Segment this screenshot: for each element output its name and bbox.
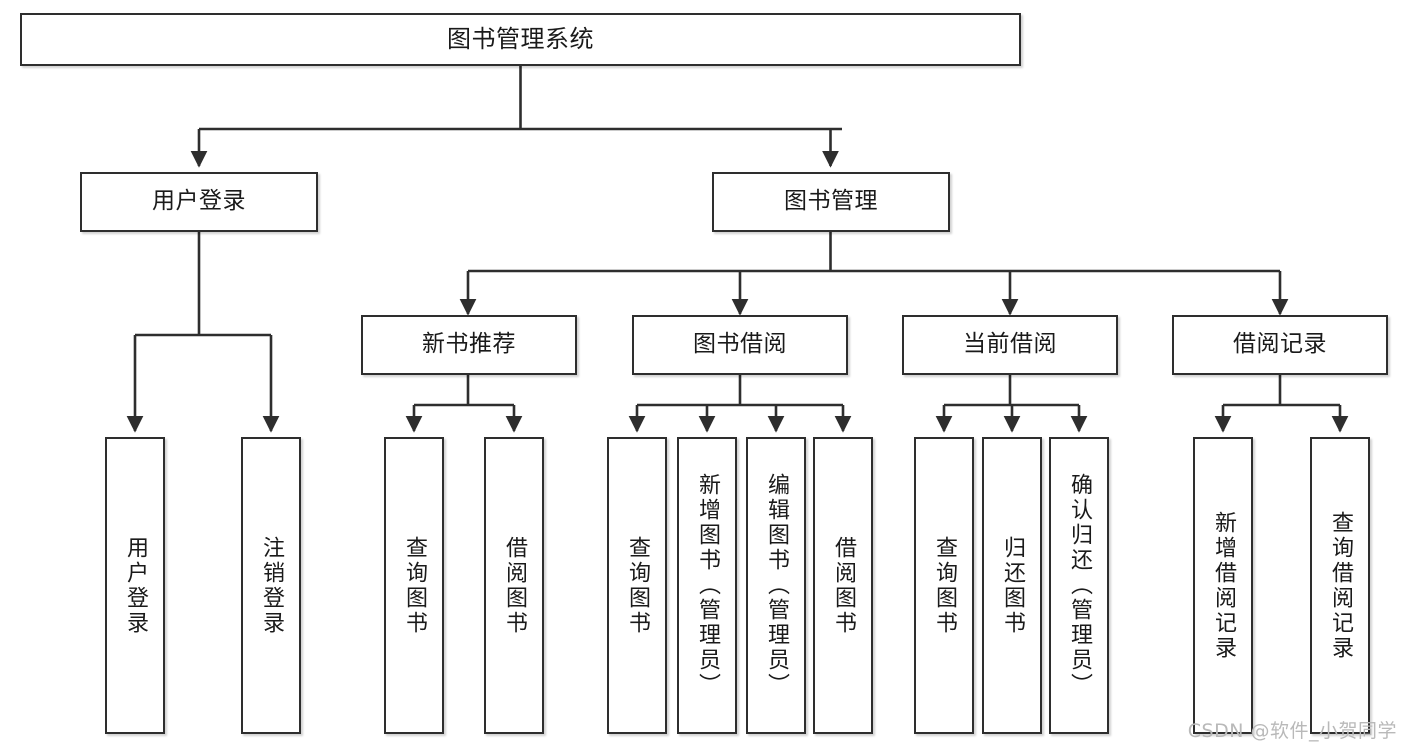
node-label: 新增借阅记录 (1211, 510, 1236, 661)
leaf-book-borrow-query[interactable]: 查询图书 (607, 437, 667, 734)
node-borrow-record[interactable]: 借阅记录 (1172, 315, 1388, 375)
node-label: 图书管理 (784, 188, 878, 215)
node-root-system[interactable]: 图书管理系统 (20, 13, 1021, 66)
leaf-new-book-query[interactable]: 查询图书 (384, 437, 444, 734)
node-label: 借阅图书 (502, 535, 527, 636)
leaf-book-borrow-edit[interactable]: 编辑图书（管理员） (746, 437, 806, 734)
node-label: 确认归还（管理员） (1067, 473, 1092, 698)
node-label: 查询借阅记录 (1328, 510, 1353, 661)
node-user-login[interactable]: 用户登录 (80, 172, 318, 232)
leaf-book-borrow-borrow[interactable]: 借阅图书 (813, 437, 873, 734)
node-label: 新书推荐 (422, 331, 516, 358)
node-label: 归还图书 (1000, 535, 1025, 636)
node-current-borrow[interactable]: 当前借阅 (902, 315, 1118, 375)
node-book-management[interactable]: 图书管理 (712, 172, 950, 232)
node-label: 用户登录 (123, 535, 148, 636)
leaf-current-borrow-confirm-return[interactable]: 确认归还（管理员） (1049, 437, 1109, 734)
leaf-new-book-borrow[interactable]: 借阅图书 (484, 437, 544, 734)
leaf-current-borrow-query[interactable]: 查询图书 (914, 437, 974, 734)
node-label: 注销登录 (259, 535, 284, 636)
node-label: 查询图书 (402, 535, 427, 636)
node-label: 借阅记录 (1233, 331, 1327, 358)
node-label: 借阅图书 (831, 535, 856, 636)
node-label: 新增图书（管理员） (695, 473, 720, 698)
leaf-user-login-login[interactable]: 用户登录 (105, 437, 165, 734)
node-label: 用户登录 (152, 188, 246, 215)
leaf-borrow-record-query[interactable]: 查询借阅记录 (1310, 437, 1370, 734)
leaf-book-borrow-add[interactable]: 新增图书（管理员） (677, 437, 737, 734)
node-label: 查询图书 (932, 535, 957, 636)
csdn-watermark: CSDN @软件_小贺同学 (1187, 720, 1397, 742)
node-label: 编辑图书（管理员） (764, 473, 789, 698)
node-label: 图书借阅 (693, 331, 787, 358)
leaf-borrow-record-add[interactable]: 新增借阅记录 (1193, 437, 1253, 734)
leaf-current-borrow-return[interactable]: 归还图书 (982, 437, 1042, 734)
leaf-user-login-logout[interactable]: 注销登录 (241, 437, 301, 734)
node-book-borrow[interactable]: 图书借阅 (632, 315, 848, 375)
node-label: 图书管理系统 (447, 25, 594, 54)
node-new-book-recommend[interactable]: 新书推荐 (361, 315, 577, 375)
node-label: 当前借阅 (963, 331, 1057, 358)
node-label: 查询图书 (625, 535, 650, 636)
